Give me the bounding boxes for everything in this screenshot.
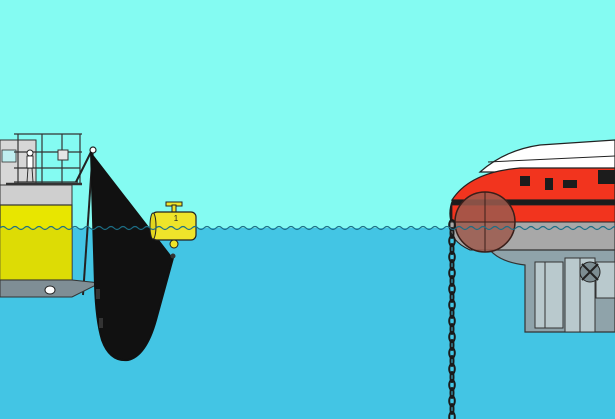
chain-link xyxy=(449,259,455,271)
chain-link xyxy=(449,227,455,239)
ship-upper-deck xyxy=(478,139,615,173)
chain-link xyxy=(448,347,456,359)
chain-link xyxy=(449,243,455,255)
buoy-end-cap xyxy=(149,212,157,240)
chain-link xyxy=(449,387,455,399)
chain-link xyxy=(449,403,455,415)
chain-link xyxy=(448,219,456,231)
chain-link xyxy=(448,395,456,407)
ship-underwater-details xyxy=(534,257,615,333)
chain-link xyxy=(448,411,456,419)
work-barge xyxy=(0,133,102,298)
chain-link xyxy=(448,363,456,375)
chain-link xyxy=(448,251,456,263)
ship-rail xyxy=(487,155,615,163)
buoy-number: 1 xyxy=(174,214,179,223)
ship-hull-red xyxy=(450,167,615,201)
cable-shackle xyxy=(96,289,103,328)
buoy-bottom-shackle xyxy=(169,239,179,249)
chain-link xyxy=(448,299,456,311)
crew-figure xyxy=(26,149,34,183)
chain-link xyxy=(449,339,455,351)
chain-link xyxy=(449,371,455,383)
ship-bow xyxy=(449,139,615,333)
chain-link xyxy=(448,379,456,391)
chain-link xyxy=(449,291,455,303)
chain-link xyxy=(448,283,456,295)
pickup-cable xyxy=(90,151,174,362)
barge-railing xyxy=(6,133,82,186)
chain-link xyxy=(448,267,456,279)
barge-porthole xyxy=(44,285,56,295)
chain-link xyxy=(449,307,455,319)
chain-link xyxy=(448,235,456,247)
barge-deck-band xyxy=(0,184,73,206)
chain-link xyxy=(448,331,456,343)
chain-link xyxy=(448,315,456,327)
chain-link xyxy=(449,275,455,287)
anchor-chain xyxy=(448,219,456,419)
buoy-swivel xyxy=(170,253,176,259)
barge-window xyxy=(1,149,17,163)
chain-link xyxy=(449,323,455,335)
mooring-buoy: 1 xyxy=(149,201,197,259)
ship-deck-equipment xyxy=(520,170,615,190)
chain-link xyxy=(449,355,455,367)
water-surface xyxy=(0,225,615,231)
barge-hull-submerged xyxy=(0,228,72,280)
propeller-icon xyxy=(579,261,601,283)
